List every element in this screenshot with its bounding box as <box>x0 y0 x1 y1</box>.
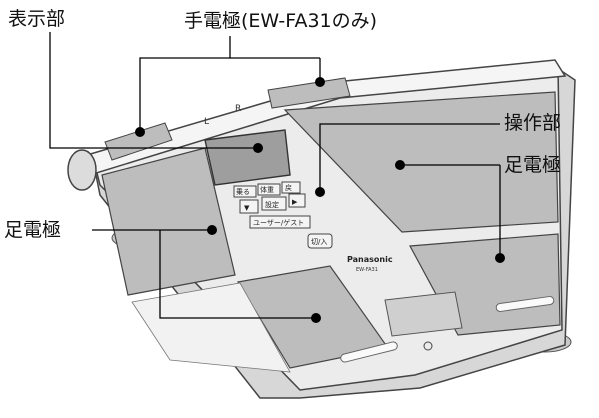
key-weight-label: 体重 <box>260 185 274 194</box>
key-user-guest <box>249 215 311 229</box>
foot-electrode-left-top <box>101 147 236 296</box>
key-right-label: ▶ <box>292 198 298 206</box>
dot-foot-left-bottom <box>311 313 321 323</box>
key-user-guest-label: ユーザー/ゲスト <box>253 218 304 227</box>
key-right <box>288 193 306 208</box>
key-power-label: 切/入 <box>311 238 327 246</box>
key-ride-label: 乗る <box>236 187 250 196</box>
leader-display <box>49 32 258 149</box>
leader-lines <box>49 32 501 319</box>
key-down <box>239 199 259 214</box>
label-display: 表示部 <box>8 8 66 30</box>
model-label: EW-FA31 <box>356 267 378 273</box>
label-foot-electrode-left: 足電極 <box>4 219 62 241</box>
leader-operation <box>319 123 500 192</box>
key-ride <box>233 185 257 198</box>
handle-label-right: R <box>235 104 241 114</box>
dot-foot-right-top <box>395 160 405 170</box>
key-weight <box>257 183 281 196</box>
leader-foot-left-down <box>159 230 316 319</box>
recycle-mark <box>423 341 433 351</box>
lower-center-panel <box>384 291 463 337</box>
key-down-label: ▼ <box>244 204 250 212</box>
dot-display <box>253 143 263 153</box>
brand-logo: Panasonic <box>347 255 393 264</box>
dot-operation <box>315 187 325 197</box>
leader-hand-electrode <box>139 36 231 132</box>
handle-label-left: L <box>204 117 209 127</box>
key-back <box>281 181 301 194</box>
key-setting <box>261 196 287 211</box>
key-setting-label: 設定 <box>265 200 279 209</box>
left-white-stripe <box>131 282 291 373</box>
dot-foot-right-bottom <box>495 253 505 263</box>
label-hand-electrode: 手電極(EW-FA31のみ) <box>184 10 378 32</box>
right-grip-slot <box>495 296 555 312</box>
display-panel <box>204 129 291 186</box>
hand-electrode-left <box>104 122 173 161</box>
foot-electrode-right-top <box>283 91 559 233</box>
key-back-label: 戻 <box>285 183 292 192</box>
operation-keys: 乗る 体重 戻 ▼ 設定 ▶ ユーザー/ゲスト 切/入 <box>233 181 333 249</box>
leader-dots <box>135 77 505 323</box>
handle-end-left <box>67 149 97 191</box>
label-operation: 操作部 <box>504 112 562 134</box>
dot-foot-left-top <box>207 225 217 235</box>
dot-hand-left <box>135 127 145 137</box>
key-power <box>307 233 333 249</box>
left-grip-slot <box>340 341 398 363</box>
label-foot-electrode-right: 足電極 <box>504 154 562 176</box>
dot-hand-right <box>315 77 325 87</box>
